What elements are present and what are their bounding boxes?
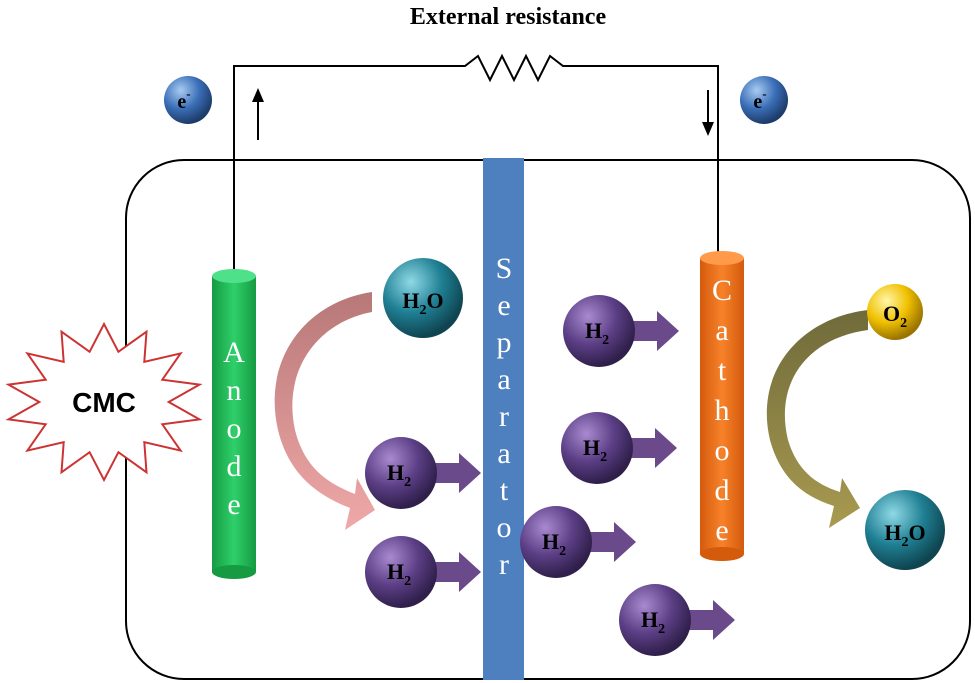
water-molecule-cathode: H2O [865, 490, 945, 570]
h2-molecule-3-arrow [625, 311, 679, 351]
svg-text:H2O: H2O [884, 520, 925, 550]
cathode-electron-arrow [702, 90, 714, 136]
h2-molecule-6-arrow [681, 600, 735, 640]
external-resistance-title: External resistance [410, 4, 607, 30]
oxygen-molecule: O2 [867, 284, 923, 340]
h2-molecule-2: H2 [365, 536, 481, 608]
svg-text:H2O: H2O [402, 288, 443, 318]
electron-left: e- [164, 76, 212, 124]
h2-molecule-6-label: H2 [641, 607, 665, 637]
h2-molecule-3-label: H2 [585, 318, 609, 348]
cmc-substrate-burst: CMC [5, 321, 203, 483]
cmc-label: CMC [72, 387, 136, 418]
svg-text:O2: O2 [883, 301, 907, 331]
h2-molecule-2-arrow [427, 552, 481, 592]
h2-molecule-5-arrow [582, 522, 636, 562]
external-circuit-wire [233, 53, 719, 270]
h2-molecule-4-label: H2 [583, 435, 607, 465]
h2-molecule-4-arrow [623, 428, 677, 468]
h2-molecule-6: H2 [619, 584, 735, 656]
h2-molecule-1-label: H2 [387, 460, 411, 490]
h2-molecule-3: H2 [563, 295, 679, 367]
water-molecule-anode: H2O [383, 258, 463, 338]
electron-right: e- [740, 76, 788, 124]
h2-molecule-2-label: H2 [387, 559, 411, 589]
h2-molecule-5: H2 [520, 506, 636, 578]
cathode-reaction-arrow [766, 310, 868, 528]
h2-molecule-4: H2 [561, 412, 677, 484]
svg-text:e-: e- [753, 86, 766, 113]
h2-molecule-5-label: H2 [542, 529, 566, 559]
anode-reaction-arrow [274, 292, 375, 530]
anode-electron-arrow [252, 88, 264, 140]
h2-molecule-1: H2 [365, 437, 481, 509]
h2-molecule-1-arrow [427, 453, 481, 493]
svg-text:e-: e- [177, 86, 190, 113]
